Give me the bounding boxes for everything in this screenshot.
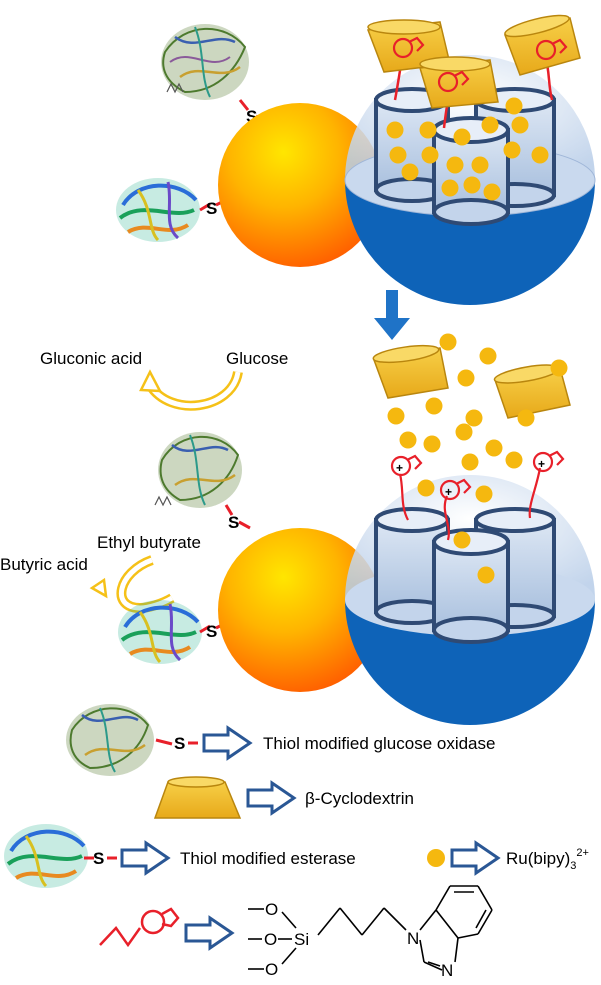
pores-bottom — [374, 507, 556, 644]
glucose-oxidase-protein-icon — [161, 24, 249, 100]
gluconic-acid-label: Gluconic acid — [40, 349, 142, 368]
chem-o-2: O — [264, 930, 277, 949]
glucose-reaction-arrow — [139, 369, 243, 411]
gold-nanoparticle — [218, 528, 382, 692]
legend-ru-complex: Ru(bipy)32+ — [427, 840, 589, 876]
chem-n-1: N — [407, 929, 419, 948]
release-arrow — [374, 290, 410, 340]
thiol-s-label-1: S — [246, 107, 257, 126]
ru-sup: 2+ — [576, 847, 589, 859]
ru-sub: 3 — [570, 860, 576, 872]
pore-cylinder — [432, 528, 510, 644]
legend-linker: O O O Si N N — [99, 885, 493, 980]
charged-linkers — [390, 450, 565, 541]
legend-arrow — [184, 915, 235, 951]
ru-base: Ru(bipy) — [506, 849, 570, 868]
chem-o-3: O — [265, 960, 278, 979]
pore-cylinder — [432, 116, 510, 226]
ethyl-butyrate-label: Ethyl butyrate — [97, 533, 201, 552]
thiol-s-label-5: S — [174, 734, 185, 753]
released-cyclodextrin-caps — [372, 344, 571, 419]
legend-label-esterase: Thiol modified esterase — [180, 849, 356, 868]
legend-label-glucose-oxidase: Thiol modified glucose oxidase — [263, 734, 495, 753]
butyric-acid-label: Butyric acid — [0, 555, 88, 574]
legend-label-ru: Ru(bipy)32+ — [506, 847, 589, 872]
gold-nanoparticle — [218, 103, 382, 267]
legend-arrow — [246, 780, 297, 816]
glucose-oxidase-protein-icon — [154, 432, 242, 508]
thiol-s-label-2: S — [206, 199, 217, 218]
chem-n-2: N — [441, 961, 453, 980]
plus-sign: + — [445, 485, 452, 499]
ru-dot-icon — [427, 849, 445, 867]
chem-o-1: O — [265, 900, 278, 919]
top-assembly: S S — [116, 14, 596, 305]
esterase-reaction-arrow — [89, 555, 175, 614]
linker-1 — [238, 99, 250, 111]
legend-arrow — [202, 725, 253, 761]
legend: S Thiol modified glucose oxidase β-Cyclo… — [4, 704, 589, 980]
plus-sign: + — [538, 457, 545, 471]
legend-label-cyclodextrin: β-Cyclodextrin — [305, 789, 414, 808]
silane-structure — [248, 885, 493, 971]
legend-arrow — [450, 840, 501, 876]
plus-sign: + — [396, 461, 403, 475]
legend-glucose-oxidase: S Thiol modified glucose oxidase — [66, 704, 495, 776]
cyclodextrin-caps-top — [366, 14, 581, 129]
thiol-s-label-3: S — [228, 513, 239, 532]
pore-cylinder — [374, 87, 450, 203]
released-assembly: S S — [118, 333, 595, 725]
glucose-label: Glucose — [226, 349, 288, 368]
legend-arrow — [120, 840, 171, 876]
thiol-s-label-6: S — [93, 849, 104, 868]
esterase-protein-icon — [116, 178, 200, 242]
thiol-s-label-4: S — [206, 622, 217, 641]
legend-cyclodextrin: β-Cyclodextrin — [153, 776, 414, 819]
chem-si: Si — [294, 930, 309, 949]
legend-esterase: S Thiol modified esterase — [4, 824, 356, 888]
linker-icon — [99, 926, 142, 948]
esterase-protein-icon — [118, 600, 202, 664]
